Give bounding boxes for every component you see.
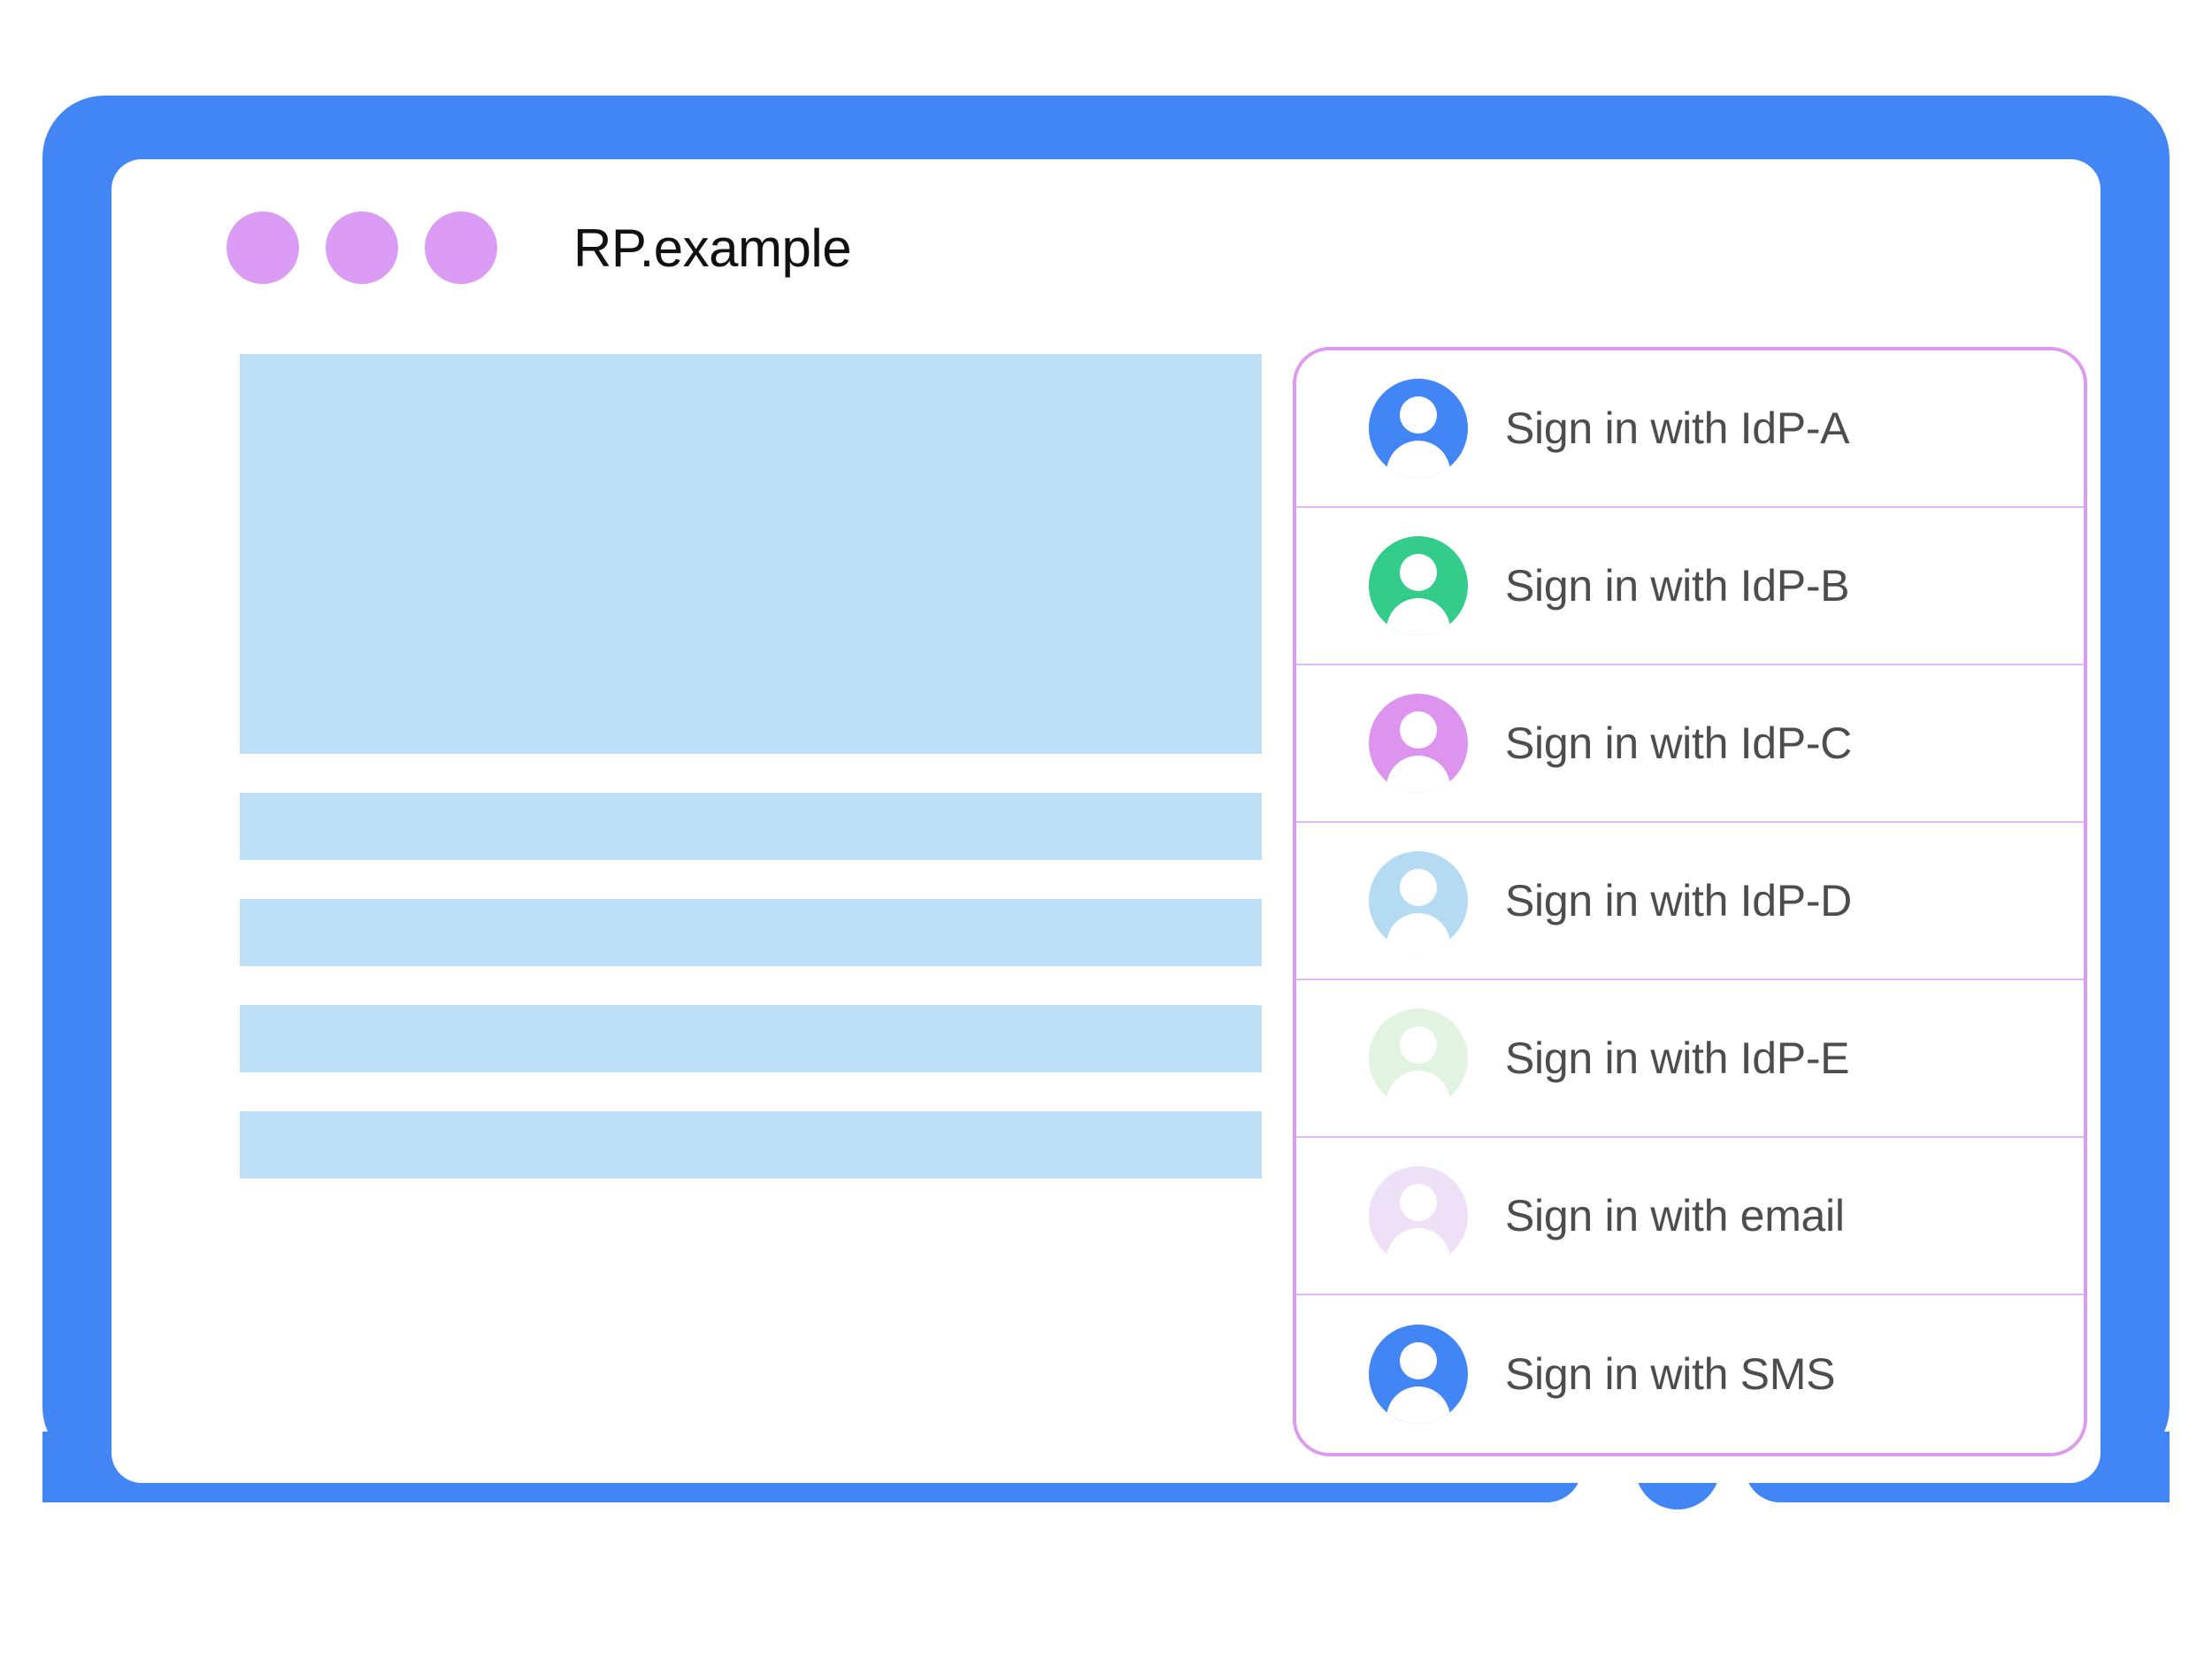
signin-option-row[interactable]: Sign in with email — [1296, 1138, 2084, 1295]
avatar-body-shape — [1386, 1228, 1450, 1265]
avatar-body-shape — [1386, 598, 1450, 635]
signin-option-row[interactable]: Sign in with IdP-C — [1296, 665, 2084, 823]
browser-title-bar: RP.example — [111, 159, 2101, 336]
signin-option-label: Sign in with IdP-E — [1505, 1033, 1850, 1083]
account-avatar-icon — [1369, 379, 1468, 478]
content-bar-placeholder-4 — [240, 1111, 1262, 1179]
window-controls — [227, 211, 497, 284]
avatar-head-shape — [1400, 1026, 1437, 1064]
avatar-body-shape — [1386, 756, 1450, 793]
account-avatar-icon — [1369, 1325, 1468, 1424]
signin-option-label: Sign in with SMS — [1505, 1349, 1836, 1399]
signin-option-label: Sign in with IdP-C — [1505, 718, 1852, 768]
signin-option-row[interactable]: Sign in with IdP-A — [1296, 350, 2084, 508]
window-dot-minimize-icon[interactable] — [326, 211, 398, 284]
avatar-head-shape — [1400, 1342, 1437, 1379]
signin-options-list: Sign in with IdP-A Sign in with IdP-B Sign… — [1296, 350, 2084, 1453]
signin-option-label: Sign in with IdP-D — [1505, 876, 1852, 926]
signin-option-label: Sign in with IdP-B — [1505, 561, 1850, 611]
content-placeholder-column — [240, 354, 1262, 1179]
avatar-body-shape — [1386, 1071, 1450, 1108]
avatar-body-shape — [1386, 913, 1450, 950]
avatar-head-shape — [1400, 711, 1437, 749]
page-title: RP.example — [573, 218, 852, 278]
window-dot-close-icon[interactable] — [227, 211, 299, 284]
window-dot-maximize-icon[interactable] — [425, 211, 497, 284]
signin-option-row[interactable]: Sign in with IdP-D — [1296, 823, 2084, 980]
account-avatar-icon — [1369, 1166, 1468, 1265]
account-avatar-icon — [1369, 536, 1468, 635]
account-avatar-icon — [1369, 1009, 1468, 1108]
avatar-head-shape — [1400, 1184, 1437, 1221]
page-body: Sign in with IdP-A Sign in with IdP-B Sign… — [111, 336, 2101, 1483]
signin-option-label: Sign in with email — [1505, 1191, 1845, 1240]
signin-option-row[interactable]: Sign in with IdP-E — [1296, 980, 2084, 1138]
signin-option-label: Sign in with IdP-A — [1505, 403, 1850, 453]
content-hero-placeholder — [240, 354, 1262, 754]
avatar-head-shape — [1400, 396, 1437, 434]
content-bar-placeholder-2 — [240, 899, 1262, 966]
signin-option-row[interactable]: Sign in with SMS — [1296, 1295, 2084, 1453]
account-avatar-icon — [1369, 851, 1468, 950]
content-bar-placeholder-3 — [240, 1005, 1262, 1072]
content-bar-placeholder-1 — [240, 793, 1262, 860]
avatar-head-shape — [1400, 554, 1437, 591]
avatar-head-shape — [1400, 869, 1437, 906]
signin-panel: Sign in with IdP-A Sign in with IdP-B Sign… — [1293, 347, 2087, 1456]
signin-option-row[interactable]: Sign in with IdP-B — [1296, 508, 2084, 665]
avatar-body-shape — [1386, 1386, 1450, 1424]
avatar-body-shape — [1386, 441, 1450, 478]
account-avatar-icon — [1369, 694, 1468, 793]
